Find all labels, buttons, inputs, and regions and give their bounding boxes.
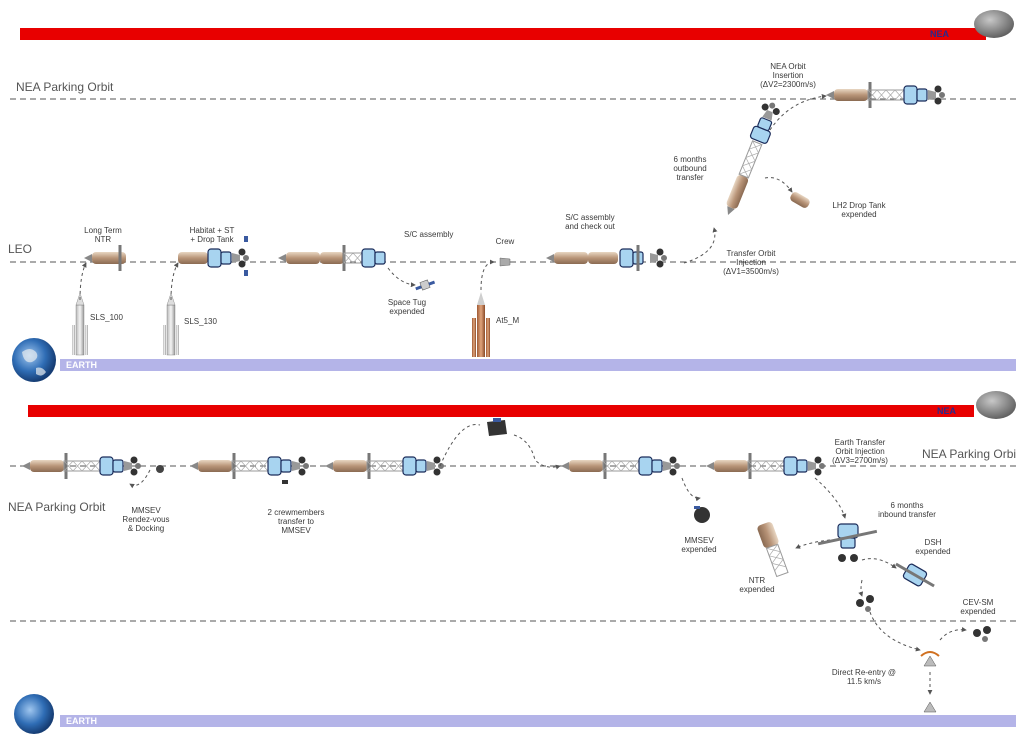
transfer-orbit-injection-label: Transfer Orbit Injection (ΔV1=3500m/s) [718,249,784,276]
sls-130-label: SLS_130 [184,317,224,326]
sls-100-trajectory [80,263,86,300]
nea-parking-orbit-label-right: NEA Parking Orbit [922,447,1016,461]
nea-parking-orbit-label-left: NEA Parking Orbit [8,500,105,514]
sc-assembly-vehicle [278,245,385,271]
cev-sm-expended-icon [973,626,991,642]
nea-parking-orbit-label-top: NEA Parking Orbit [16,80,113,94]
earth-label-bottom: EARTH [66,716,97,726]
long-term-ntr-label: Long Term NTR [78,226,128,244]
nea-label-top: NEA [930,29,949,39]
space-tug-icon [414,278,436,292]
sls-100-rocket [72,293,88,355]
inbound-hab-vehicle [818,524,877,562]
nea-orbit-insertion-label: NEA Orbit Insertion (ΔV2=2300m/s) [756,62,820,89]
sc-assembly-checkout-label: S/C assembly and check out [558,213,622,231]
sls-100-label: SLS_100 [90,313,130,322]
sc-assembly-label: S/C assembly [404,230,468,239]
outbound-transfer-vehicle [719,99,782,218]
earth-icon-bottom [14,694,54,734]
lh2-drop-tank-label: LH2 Drop Tank expended [824,201,894,219]
crew-transfer-vehicle [190,453,309,479]
dsh-expended-icon [892,557,938,593]
earth-transfer-orbit-injection-label: Earth Transfer Orbit Injection (ΔV3=2700… [826,438,894,465]
six-months-inbound-label: 6 months inbound transfer [872,501,942,519]
nea-orbit-vehicle [826,82,945,108]
direct-reentry-label: Direct Re-entry @ 11.5 km/s [826,668,902,686]
ntr-expended-label: NTR expended [734,576,780,594]
mmsev-excursion-icon [487,418,507,436]
lh2-drop-tank-icon [789,191,811,210]
mmsev-icon [156,465,164,473]
nea-band-top [20,28,986,40]
earth-label-top: EARTH [66,360,97,370]
mmsev-expended-label: MMSEV expended [676,536,722,554]
earth-band-bottom [60,715,1016,727]
asteroid-icon [974,10,1014,38]
long-term-ntr-stage [84,245,126,271]
asteroid-icon-bottom [976,391,1016,419]
cev-sm-expended-label: CEV-SM expended [955,598,1001,616]
crew-capsule-icon [500,258,510,266]
habitat-st-label: Habitat + ST + Drop Tank [180,226,244,244]
two-crewmembers-label: 2 crewmembers transfer to MMSEV [264,508,328,535]
checkout-vehicle [546,245,667,271]
mmsev-expended-icon [694,506,710,523]
nea-label-bottom: NEA [937,406,956,416]
cev-sm-icon [856,595,874,612]
space-tug-label: Space Tug expended [384,298,430,316]
reentry-capsule-icon [921,652,939,666]
six-months-outbound-label: 6 months outbound transfer [670,155,710,182]
landed-capsule-icon [924,702,936,712]
at5-trajectory [481,262,494,290]
at5-m-label: At5_M [496,316,536,325]
sls-130-rocket [163,293,179,355]
dsh-expended-label: DSH expended [910,538,956,556]
earth-band-top [60,359,1016,371]
sls-130-trajectory [171,263,178,300]
at5-m-rocket [472,292,490,357]
mmsev-rendezvous-label: MMSEV Rendez-vous & Docking [116,506,176,533]
leo-label: LEO [8,242,32,256]
nea-band-bottom [28,405,974,417]
inbound-ntr-icon [756,521,790,577]
crew-label: Crew [490,237,520,246]
